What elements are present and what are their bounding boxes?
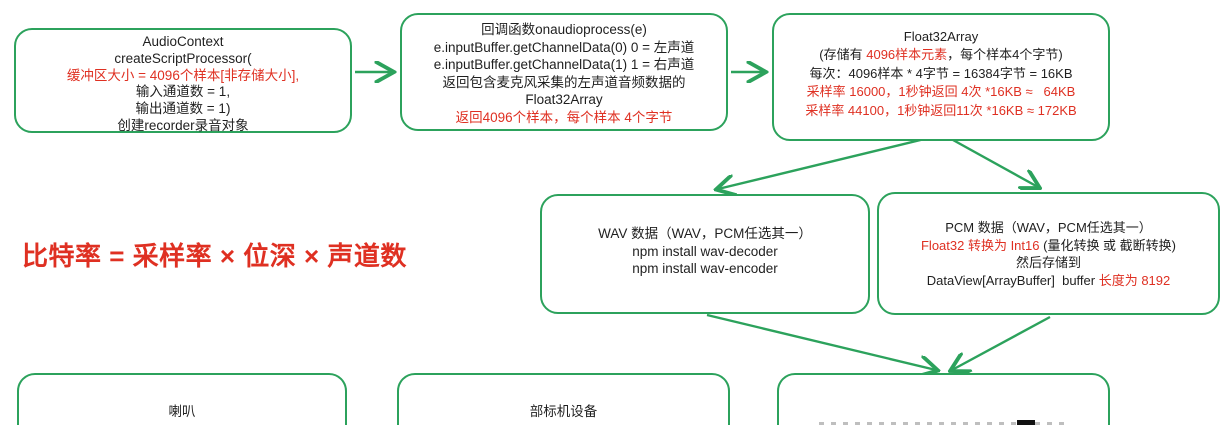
box-line-segment: 然后存储到 <box>1015 255 1081 271</box>
box-line-segment: 创建recorder录音对象 <box>117 117 249 133</box>
box-line-segment: 回调函数onaudioprocess(e) <box>481 22 647 37</box>
arrow-float32-to-pcm <box>943 133 1038 187</box>
float32array-box: Float32Array(存储有 4096样本元素，每个样本4个字节)每次：40… <box>772 13 1110 141</box>
box-line-segment: npm install wav-decoder <box>632 243 778 259</box>
arrow-pcm-to-netty <box>952 315 1051 370</box>
box-line: createScriptProcessor( <box>16 51 350 68</box>
onaudioprocess-callback-box: 回调函数onaudioprocess(e) e.inputBuffer.getCh… <box>400 13 728 131</box>
box-line-segment: PCM 数据（WAV，PCM任选其一） <box>945 220 1152 235</box>
box-line-segment: 喇叭 <box>168 404 196 419</box>
box-line-segment: 每次：4096样本 * 4字节 = 16384字节 = 16KB <box>809 65 1073 81</box>
terminal-device-box: 部标机设备 <box>397 373 730 425</box>
arrow-float32-to-wav <box>718 133 942 189</box>
box-line: npm install wav-encoder <box>542 260 868 278</box>
bitrate-formula: 比特率 = 采样率 × 位深 × 声道数 <box>22 241 407 271</box>
box-line: npm install wav-decoder <box>542 243 868 261</box>
box-line: 输出通道数 = 1) <box>16 101 350 118</box>
speaker-box: 喇叭 <box>17 373 347 425</box>
box-line: AudioContext <box>16 34 350 51</box>
box-line: 每次：4096样本 * 4字节 = 16384字节 = 16KB <box>774 65 1108 83</box>
box-line: 采样率 44100，1秒钟返回11次 *16KB ≈ 172KB <box>774 102 1108 120</box>
box-line-segment: 输出通道数 = 1) <box>135 101 231 117</box>
box-line: WAV 数据（WAV，PCM任选其一） <box>542 225 868 243</box>
box-line-segment: 采样率 44100，1秒钟返回11次 *16KB ≈ 172KB <box>805 102 1077 118</box>
box-line-segment: ，每个样本4个字节) <box>947 47 1063 63</box>
box-line: 然后存储到 <box>879 254 1218 272</box>
pcm-data-box: PCM 数据（WAV，PCM任选其一） Float32 转换为 Int16 (量化… <box>877 192 1220 315</box>
box-line-segment: Float32Array <box>525 92 603 108</box>
box-line: Float32Array <box>774 28 1108 46</box>
box-line: 回调函数onaudioprocess(e) <box>402 21 726 39</box>
box-line: 部标机设备 <box>399 403 728 420</box>
box-line-segment: Float32Array <box>903 29 979 44</box>
box-line-segment: 长度为 8192 <box>1098 272 1171 288</box>
box-line: 缓冲区大小 = 4096个样本[非存储大小], <box>16 68 350 85</box>
box-line: PCM 数据（WAV，PCM任选其一） <box>879 219 1218 237</box>
box-line-segment: AudioContext <box>142 34 224 49</box>
box-line-segment: 返回4096个样本，每个样本 4个字节 <box>455 109 673 125</box>
box-line: e.inputBuffer.getChannelData(1) 1 = 右声道 <box>402 56 726 74</box>
box-line-segment: DataView[ArrayBuffer] buffer <box>926 272 1099 288</box>
box-line-segment: Float32 转换为 Int16 <box>920 237 1044 253</box>
box-line-segment: e.inputBuffer.getChannelData(0) 0 = 左声道 <box>433 39 695 55</box>
netty-server-box: Netty 服务端 <box>777 373 1110 425</box>
box-line: e.inputBuffer.getChannelData(0) 0 = 左声道 <box>402 39 726 57</box>
box-line-segment: e.inputBuffer.getChannelData(1) 1 = 右声道 <box>433 57 695 73</box>
box-line: Float32Array <box>402 91 726 109</box>
box-line-segment: 输入通道数 = 1, <box>135 84 231 100</box>
box-line-segment: 缓冲区大小 = 4096个样本[非存储大小], <box>66 67 300 83</box>
box-line-segment: (量化转换 或 截断转换) <box>1043 237 1176 253</box>
box-line-segment: WAV 数据（WAV，PCM任选其一） <box>598 226 812 241</box>
box-line-segment: (存储有 <box>819 47 867 63</box>
box-line-segment: 部标机设备 <box>529 404 598 419</box>
box-line: 输入通道数 = 1, <box>16 84 350 101</box>
box-line: 创建recorder录音对象 <box>16 118 350 135</box>
box-line: (存储有 4096样本元素，每个样本4个字节) <box>774 46 1108 64</box>
box-line-segment: npm install wav-encoder <box>632 261 778 277</box>
arrow-wav-to-netty <box>706 313 936 370</box>
box-line-segment: createScriptProcessor( <box>114 50 252 66</box>
box-line: 返回包含麦克风采集的左声道音频数据的 <box>402 74 726 92</box>
cut-off-text-mark <box>1017 420 1035 425</box>
box-line: 喇叭 <box>19 403 345 420</box>
box-line-segment: 4096样本元素 <box>866 47 948 63</box>
wav-data-box: WAV 数据（WAV，PCM任选其一） npm install wav-decod… <box>540 194 870 314</box>
box-line: 返回4096个样本，每个样本 4个字节 <box>402 109 726 127</box>
box-line: Float32 转换为 Int16 (量化转换 或 截断转换) <box>879 237 1218 255</box>
cut-off-text-line <box>819 422 1069 425</box>
box-line-segment: 采样率 16000，1秒钟返回 4次 *16KB ≈ 64KB <box>806 84 1076 100</box>
box-line-segment: 返回包含麦克风采集的左声道音频数据的 <box>442 74 686 90</box>
box-line: 采样率 16000，1秒钟返回 4次 *16KB ≈ 64KB <box>774 83 1108 101</box>
box-line: DataView[ArrayBuffer] buffer 长度为 8192 <box>879 272 1218 290</box>
